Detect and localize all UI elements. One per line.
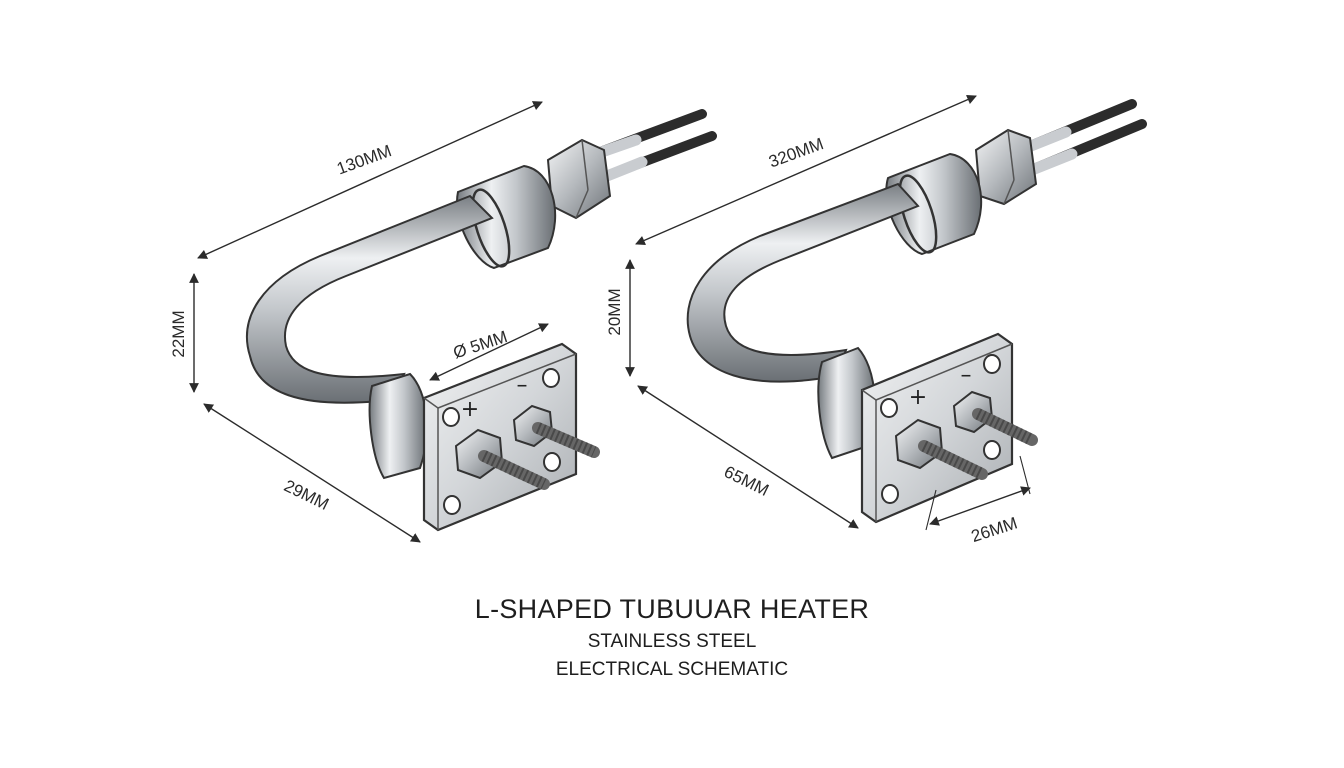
diagram-subtitle-type: ELECTRICAL SCHEMATIC: [555, 659, 789, 680]
dimension-line-length-left: [197, 101, 543, 259]
dim-label-depth-left: 29MM: [281, 476, 332, 514]
cable-pair-left: [590, 109, 717, 184]
dimension-line-depth-left: [203, 403, 421, 543]
cable-pair-right: [1020, 99, 1147, 176]
dim-label-height-left: 22MM: [169, 310, 188, 357]
dimension-line-spacing-right: [929, 486, 1031, 526]
dim-label-diameter-left: Ø 5MM: [451, 327, 510, 362]
dimension-line-length-right: [635, 95, 977, 245]
terminal-minus-right: [952, 390, 1038, 446]
dim-label-height-right: 20MM: [605, 288, 624, 335]
terminal-minus-label-right: –: [961, 363, 972, 388]
terminal-minus-left: [512, 404, 600, 458]
terminal-plus-label-left: +: [461, 397, 479, 422]
dimension-line-diameter-left: [429, 323, 549, 381]
cable-gland-left: [546, 138, 612, 220]
terminal-minus-label-left: –: [517, 373, 528, 398]
terminal-plus-label-right: +: [909, 385, 927, 410]
terminal-plus-left: [454, 428, 550, 490]
heater-right: + – 320MM 20MM 65MM 26MM: [605, 95, 1147, 546]
cable-gland-right: [974, 128, 1038, 206]
dimension-line-depth-right: [637, 385, 859, 529]
diagram-subtitle-material: STAINLESS STEEL: [587, 631, 757, 652]
diagram-title: L-SHAPED TUBUUAR HEATER: [474, 594, 870, 624]
dim-label-spacing-right: 26MM: [969, 513, 1020, 546]
terminal-plus-right: [894, 418, 988, 480]
